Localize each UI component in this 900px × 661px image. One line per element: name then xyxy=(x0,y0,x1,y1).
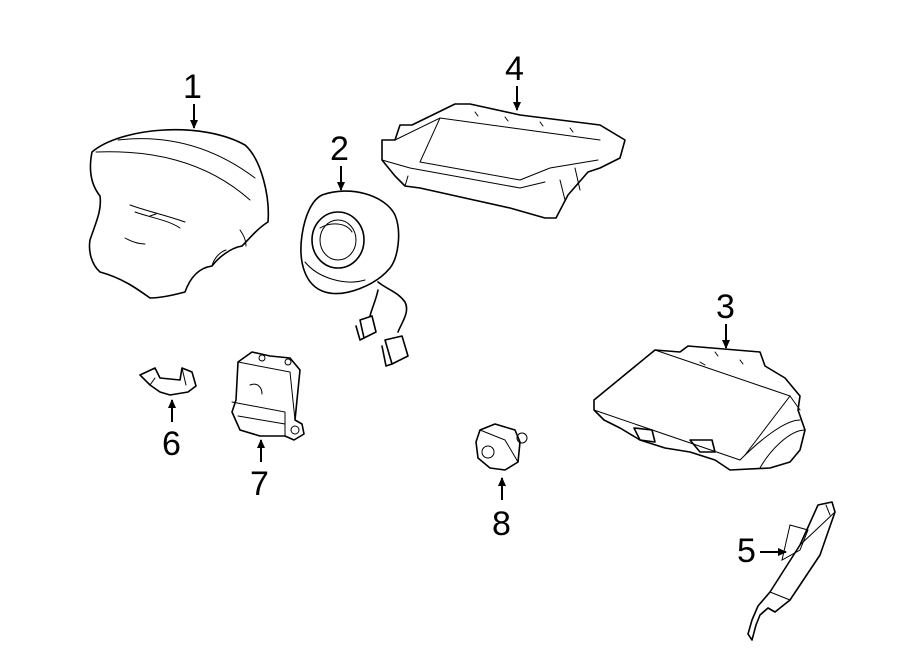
clock-spring-part[interactable] xyxy=(300,190,409,367)
callout-label-3: 3 xyxy=(716,288,735,326)
callout-label-6: 6 xyxy=(162,425,181,463)
airbag-module-bracket-part[interactable] xyxy=(381,103,626,219)
callout-8: 8 xyxy=(492,477,511,543)
control-module-part[interactable] xyxy=(231,351,305,441)
side-airbag-part[interactable] xyxy=(747,501,836,641)
callout-label-7: 7 xyxy=(250,465,269,503)
callout-label-8: 8 xyxy=(492,505,511,543)
callout-label-2: 2 xyxy=(330,130,349,168)
impact-sensor-part[interactable] xyxy=(475,423,528,471)
callout-3: 3 xyxy=(716,288,735,349)
mounting-bracket-part[interactable] xyxy=(139,367,197,396)
callout-4: 4 xyxy=(505,50,524,111)
callout-1: 1 xyxy=(183,68,202,129)
callout-7: 7 xyxy=(250,439,269,503)
callout-2: 2 xyxy=(330,130,349,191)
passenger-airbag-part[interactable] xyxy=(593,345,806,471)
driver-airbag-part[interactable] xyxy=(88,129,270,299)
callout-5: 5 xyxy=(737,532,787,570)
callout-label-4: 4 xyxy=(505,50,524,88)
callout-6: 6 xyxy=(162,399,181,463)
callout-label-1: 1 xyxy=(183,68,202,106)
callout-label-5: 5 xyxy=(737,532,756,570)
